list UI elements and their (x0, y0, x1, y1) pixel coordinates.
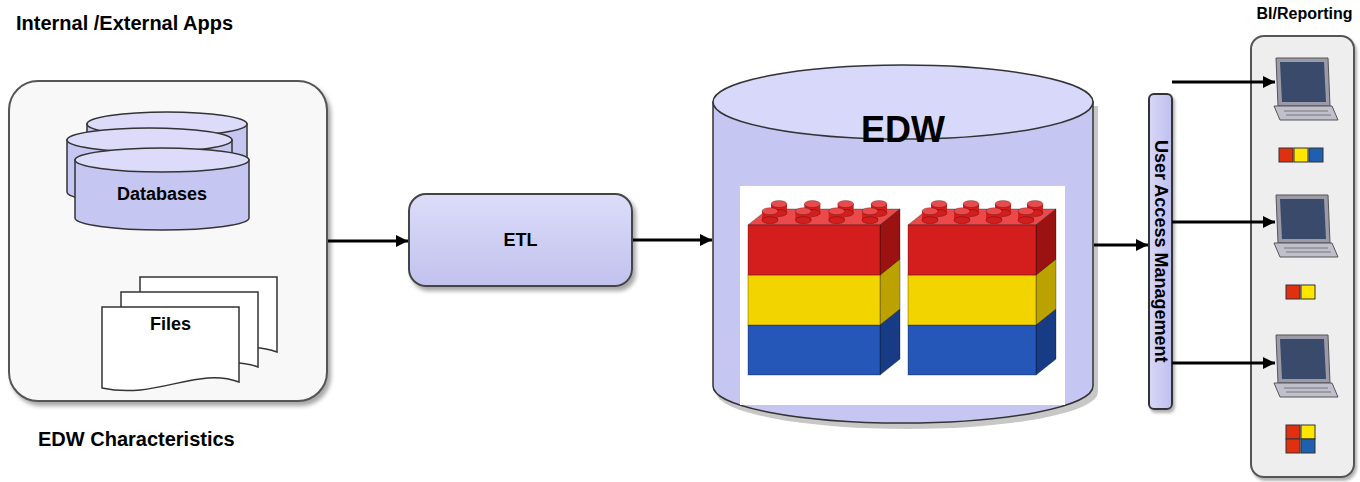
dbstack-drawing (47, 112, 252, 230)
database-stack: Databases (47, 112, 252, 230)
warehouse-cylinder: EDW (712, 65, 1094, 425)
file-stack: Files (102, 277, 277, 392)
node-text: Databases (75, 184, 249, 205)
access-band: User Access Management (1148, 93, 1173, 410)
flow-arrow (633, 239, 712, 242)
flow-arrow (1094, 244, 1148, 247)
laptops-drawing (1250, 35, 1355, 478)
filestack-drawing (102, 277, 277, 392)
access-arrow (1172, 81, 1275, 84)
node-text: BI/Reporting (1232, 5, 1360, 23)
process-box: ETL (408, 193, 633, 287)
access-arrow (1172, 221, 1275, 224)
node-text: User Access Management (1151, 140, 1171, 362)
node-text: EDW (712, 109, 1094, 151)
source-panel: Internal /External AppsDatabasesFiles (8, 80, 328, 402)
section-label: EDW Characteristics (38, 428, 235, 451)
flow-arrow (328, 240, 408, 243)
node-text: Internal /External Apps (16, 12, 332, 35)
reporting-panel: BI/Reporting (1250, 35, 1355, 478)
node-text: Files (102, 314, 239, 335)
node-text: ETL (504, 230, 538, 251)
access-arrow (1172, 362, 1275, 365)
